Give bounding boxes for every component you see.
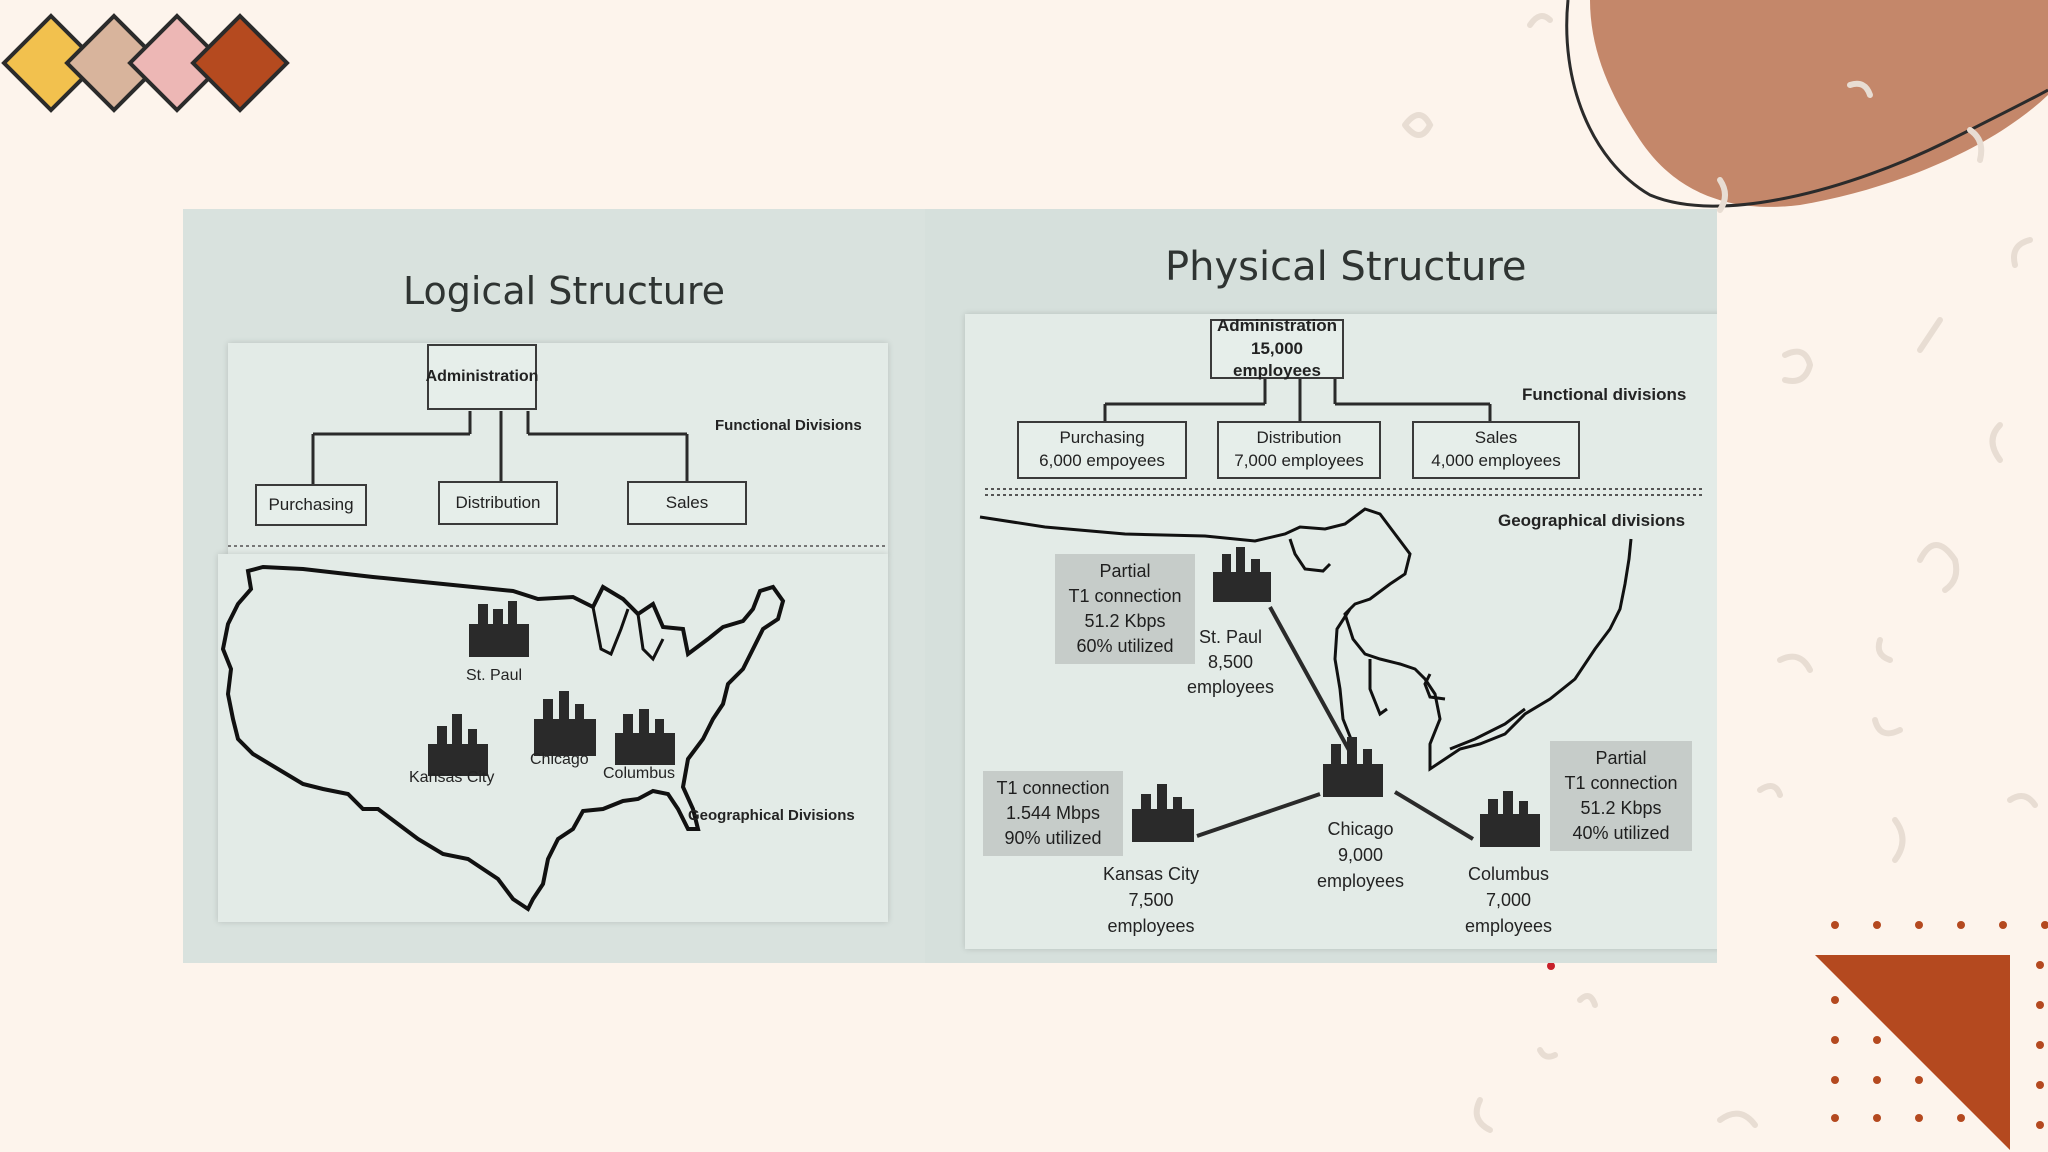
rust-triangle [1815, 955, 2010, 1150]
physical-purchasing-box: Purchasing 6,000 empoyees [1017, 421, 1187, 479]
columbus-name: Columbus [1468, 864, 1550, 884]
physical-sales-count: 4,000 employees [1431, 451, 1561, 470]
physical-connectors [979, 377, 1705, 847]
logical-city-kansas-city: Kansas City [409, 769, 495, 786]
logical-sales-box: Sales [627, 481, 747, 525]
logical-functional-label: Functional Divisions [715, 417, 862, 434]
logical-distribution-box: Distribution [438, 481, 558, 525]
physical-admin-count: 15,000 employees [1233, 338, 1321, 381]
physical-city-chicago: Chicago 9,000 employees [1317, 816, 1404, 894]
blob-outline-curve [1565, 0, 2048, 208]
chicago-unit: employees [1317, 871, 1405, 892]
building-icon-columbus [1480, 791, 1540, 847]
chicago-count: 9,000 [1338, 845, 1384, 866]
red-dot [1547, 962, 1555, 970]
physical-city-kansas-city: Kansas City 7,500 employees [1103, 861, 1199, 939]
columbus-count: 7,000 [1486, 890, 1532, 911]
logical-city-columbus: Columbus [603, 765, 676, 782]
connection-st-paul-l3: 51.2 Kbps [1084, 611, 1166, 631]
physical-distribution-box: Distribution 7,000 employees [1217, 421, 1381, 479]
building-icon-kansas-city [428, 714, 488, 776]
physical-distribution-name: Distribution [1256, 428, 1342, 448]
connection-columbus: Partial T1 connection 51.2 Kbps 40% util… [1550, 741, 1692, 851]
connection-st-paul-l4: 60% utilized [1076, 636, 1174, 657]
physical-sales-box: Sales 4,000 employees [1412, 421, 1580, 479]
connection-columbus-l1: Partial [1595, 747, 1647, 768]
building-icon-columbus [615, 709, 675, 765]
brown-blob [1590, 0, 2048, 207]
connection-kansas-city-l1: T1 connection [996, 777, 1110, 798]
logical-geographical-label: Geographical Divisions [688, 807, 855, 824]
physical-admin-name: Administration [1217, 315, 1337, 335]
logical-structure-photo: Logical Structure Administration Functio… [183, 209, 925, 963]
connection-columbus-l4: 40% utilized [1572, 823, 1670, 844]
physical-purchasing-count: 6,000 empoyees [1039, 451, 1165, 470]
logical-purchasing-box: Purchasing [255, 484, 367, 526]
kansas-city-count: 7,500 [1128, 890, 1174, 911]
connection-st-paul: Partial T1 connection 51.2 Kbps 60% util… [1055, 554, 1195, 664]
kansas-city-unit: employees [1107, 916, 1195, 937]
building-icon-st-paul [1213, 547, 1271, 602]
dot-grid [1831, 921, 2048, 1129]
building-icon-chicago [1323, 737, 1383, 797]
physical-distribution-count: 7,000 employees [1234, 451, 1364, 470]
physical-functional-label: Functional divisions [1522, 385, 1687, 404]
building-icon-st-paul [469, 601, 529, 657]
logical-city-chicago: Chicago [530, 751, 589, 768]
connection-columbus-l3: 51.2 Kbps [1580, 798, 1662, 818]
physical-structure-photo: Physical Structure [925, 209, 1717, 963]
st-paul-count: 8,500 [1208, 652, 1254, 673]
great-lakes-map-outline [979, 507, 1633, 772]
connection-kansas-city-l3: 90% utilized [1004, 828, 1102, 849]
logical-connectors [220, 411, 888, 912]
chicago-name: Chicago [1327, 819, 1394, 839]
connection-columbus-l2: T1 connection [1564, 772, 1678, 793]
logical-title: Logical Structure [403, 269, 726, 313]
logical-admin-box: Administration [426, 344, 538, 410]
columbus-unit: employees [1465, 916, 1553, 937]
connection-st-paul-l2: T1 connection [1068, 585, 1182, 606]
physical-admin-box: Administration 15,000 employees [1210, 316, 1344, 380]
connection-kansas-city: T1 connection 1.544 Mbps 90% utilized [983, 771, 1123, 856]
physical-title: Physical Structure [1165, 244, 1527, 290]
connection-kansas-city-l2: 1.544 Mbps [1005, 802, 1101, 823]
physical-city-columbus: Columbus 7,000 employees [1465, 861, 1552, 939]
st-paul-unit: employees [1187, 677, 1275, 698]
kansas-city-name: Kansas City [1103, 864, 1200, 884]
connection-st-paul-l1: Partial [1099, 560, 1151, 581]
building-icon-chicago [534, 691, 596, 756]
physical-purchasing-name: Purchasing [1059, 428, 1145, 448]
physical-city-st-paul: St. Paul 8,500 employees [1187, 625, 1274, 701]
building-icon-kansas-city [1132, 784, 1194, 842]
logical-city-st-paul: St. Paul [466, 667, 523, 684]
physical-sales-name: Sales [1474, 428, 1518, 448]
us-map-outline [220, 564, 786, 912]
diamond-rust [190, 13, 290, 113]
physical-geographical-label: Geographical divisions [1498, 511, 1686, 530]
st-paul-name: St. Paul [1199, 627, 1263, 647]
